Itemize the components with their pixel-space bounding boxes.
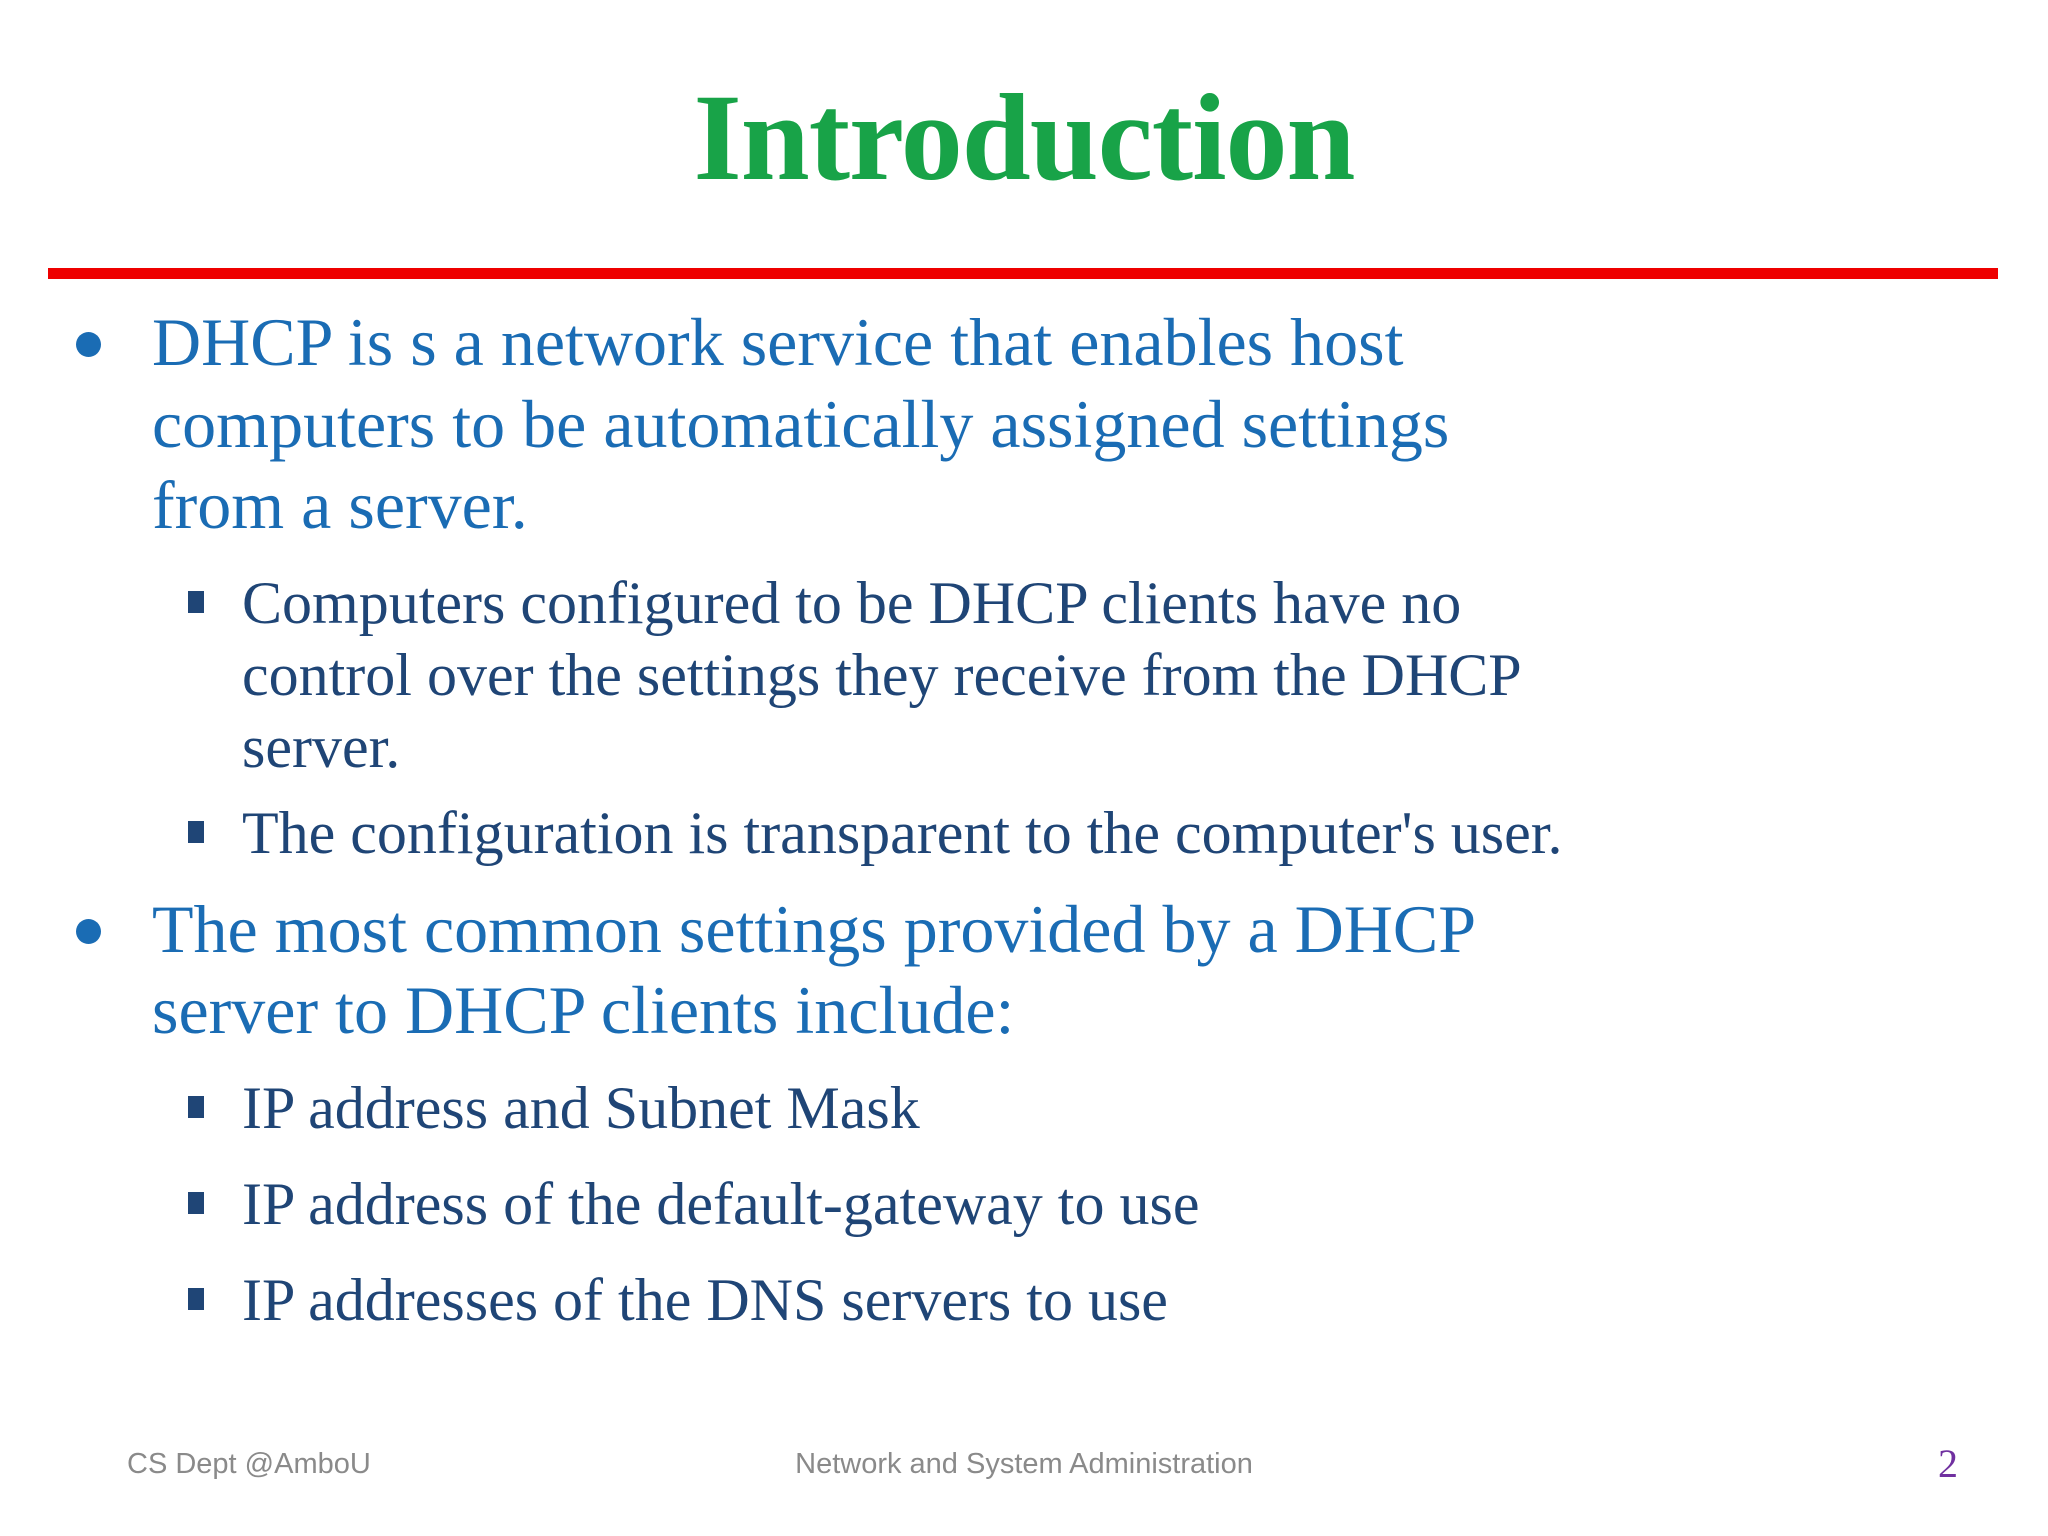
text-line: The most common settings provided by a D… (152, 890, 1477, 967)
text-line: IP address and Subnet Mask (242, 1074, 920, 1141)
text-line: computers to be automatically assigned s… (152, 385, 1450, 462)
bullet-square-icon (188, 1095, 204, 1118)
sub-bullet-item: IP address and Subnet Mask (0, 1072, 2018, 1144)
bullet-square-icon (188, 1191, 204, 1214)
bullet-square-icon (188, 820, 204, 843)
text-line: IP addresses of the DNS servers to use (242, 1266, 1168, 1333)
bullet-item: The most common settings provided by a D… (0, 889, 2018, 1052)
bullet-dot-icon (76, 332, 101, 357)
sub-bullet-item: Computers configured to be DHCP clients … (0, 567, 2018, 783)
text-line: Computers configured to be DHCP clients … (242, 569, 1462, 636)
sub-bullet-item: IP address of the default-gateway to use (0, 1168, 2018, 1240)
footer-department: CS Dept @AmboU (127, 1448, 371, 1480)
bullet-square-icon (188, 1287, 204, 1310)
text-line: The configuration is transparent to the … (242, 799, 1563, 866)
text-line: IP address of the default-gateway to use (242, 1170, 1200, 1237)
text-line: server to DHCP clients include: (152, 972, 1015, 1049)
bullet-dot-icon (76, 918, 101, 944)
footer-course-title: Network and System Administration (795, 1448, 1253, 1480)
text-line: control over the settings they receive f… (242, 641, 1522, 708)
sub-bullet-text: The configuration is transparent to the … (242, 797, 2018, 869)
title-divider-line (48, 268, 1998, 279)
bullet-item: DHCP is s a network service that enables… (0, 302, 2018, 547)
sub-bullet-text: Computers configured to be DHCP clients … (242, 567, 2018, 783)
slide-body: DHCP is s a network service that enables… (0, 302, 2018, 1360)
sub-bullet-text: IP addresses of the DNS servers to use (242, 1264, 2018, 1336)
bullet-text: DHCP is s a network service that enables… (152, 302, 2018, 547)
sub-bullet-text: IP address of the default-gateway to use (242, 1168, 2018, 1240)
slide-title: Introduction (693, 69, 1356, 206)
sub-bullet-item: IP addresses of the DNS servers to use (0, 1264, 2018, 1336)
text-line: DHCP is s a network service that enables… (152, 304, 1404, 380)
bullet-square-icon (188, 590, 204, 613)
sub-bullet-item: The configuration is transparent to the … (0, 797, 2018, 869)
page-number: 2 (1938, 1441, 1958, 1486)
sub-bullet-text: IP address and Subnet Mask (242, 1072, 2018, 1144)
text-line: from a server. (152, 467, 528, 544)
text-line: server. (242, 713, 401, 780)
bullet-text: The most common settings provided by a D… (152, 889, 2018, 1052)
